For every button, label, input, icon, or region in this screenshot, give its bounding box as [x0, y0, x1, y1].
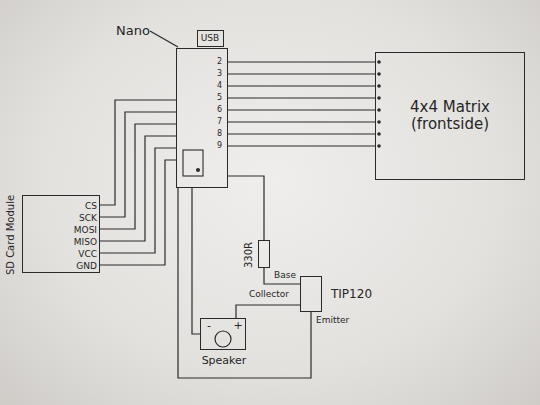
wire	[228, 73, 375, 74]
pin-name: Base	[274, 271, 296, 281]
pin-name: MISO	[74, 237, 97, 247]
pin-name: VCC	[78, 249, 97, 259]
wire	[228, 109, 375, 110]
pin-number: 9	[217, 142, 222, 151]
pin-number: 6	[217, 106, 222, 115]
polarity-mark: +	[233, 320, 242, 332]
wire	[228, 85, 375, 86]
pin-number: 4	[217, 82, 222, 91]
junction-dot	[377, 144, 381, 148]
leader-line	[150, 31, 178, 47]
speaker-cone	[215, 331, 231, 347]
pin-number: 7	[217, 118, 222, 127]
pin-dot	[196, 168, 200, 172]
pin-name: CS	[85, 201, 97, 211]
wire	[192, 188, 200, 334]
wire	[264, 268, 300, 284]
part-name: 4x4 Matrix (frontside)	[394, 99, 506, 134]
pin-name: MOSI	[74, 225, 97, 235]
junction-dot	[377, 60, 381, 64]
transistor-symbol: TIP120	[300, 276, 322, 312]
junction-dot	[377, 84, 381, 88]
pin-name: Emitter	[316, 316, 349, 326]
junction-dot	[377, 72, 381, 76]
pin-number: 2	[217, 58, 222, 67]
part-name: SD Card Module	[5, 195, 17, 275]
wire	[228, 61, 375, 62]
resistor-symbol: 330R	[258, 240, 270, 268]
wire	[178, 188, 311, 378]
polarity-mark: -	[207, 320, 211, 332]
sd-module: SD Card ModuleCSSCKMOSIMISOVCCGND	[22, 195, 100, 273]
part-name: TIP120	[331, 288, 372, 302]
junction-dot	[377, 108, 381, 112]
pin-number: 3	[217, 70, 222, 79]
junction-dot	[377, 132, 381, 136]
pin-name: SCK	[79, 213, 97, 223]
part-name: USB	[201, 33, 219, 43]
pin-number: 5	[217, 94, 222, 103]
part-name: 330R	[243, 242, 255, 268]
keypad-matrix: 4x4 Matrix (frontside)	[375, 52, 525, 180]
pin-name: GND	[76, 261, 97, 271]
chip-outline	[183, 150, 203, 176]
wire	[228, 176, 264, 240]
pin-number: 8	[217, 130, 222, 139]
junction-dot	[377, 96, 381, 100]
part-name: Speaker	[202, 355, 247, 368]
wire	[236, 305, 300, 318]
junction-dot	[377, 120, 381, 124]
pin-name: Collector	[249, 290, 289, 300]
wire	[100, 160, 176, 265]
wire	[228, 145, 375, 146]
wire	[228, 133, 375, 134]
wire	[228, 121, 375, 122]
usb-port: USB	[197, 30, 224, 47]
part-name: Nano	[116, 24, 150, 39]
wire	[228, 97, 375, 98]
